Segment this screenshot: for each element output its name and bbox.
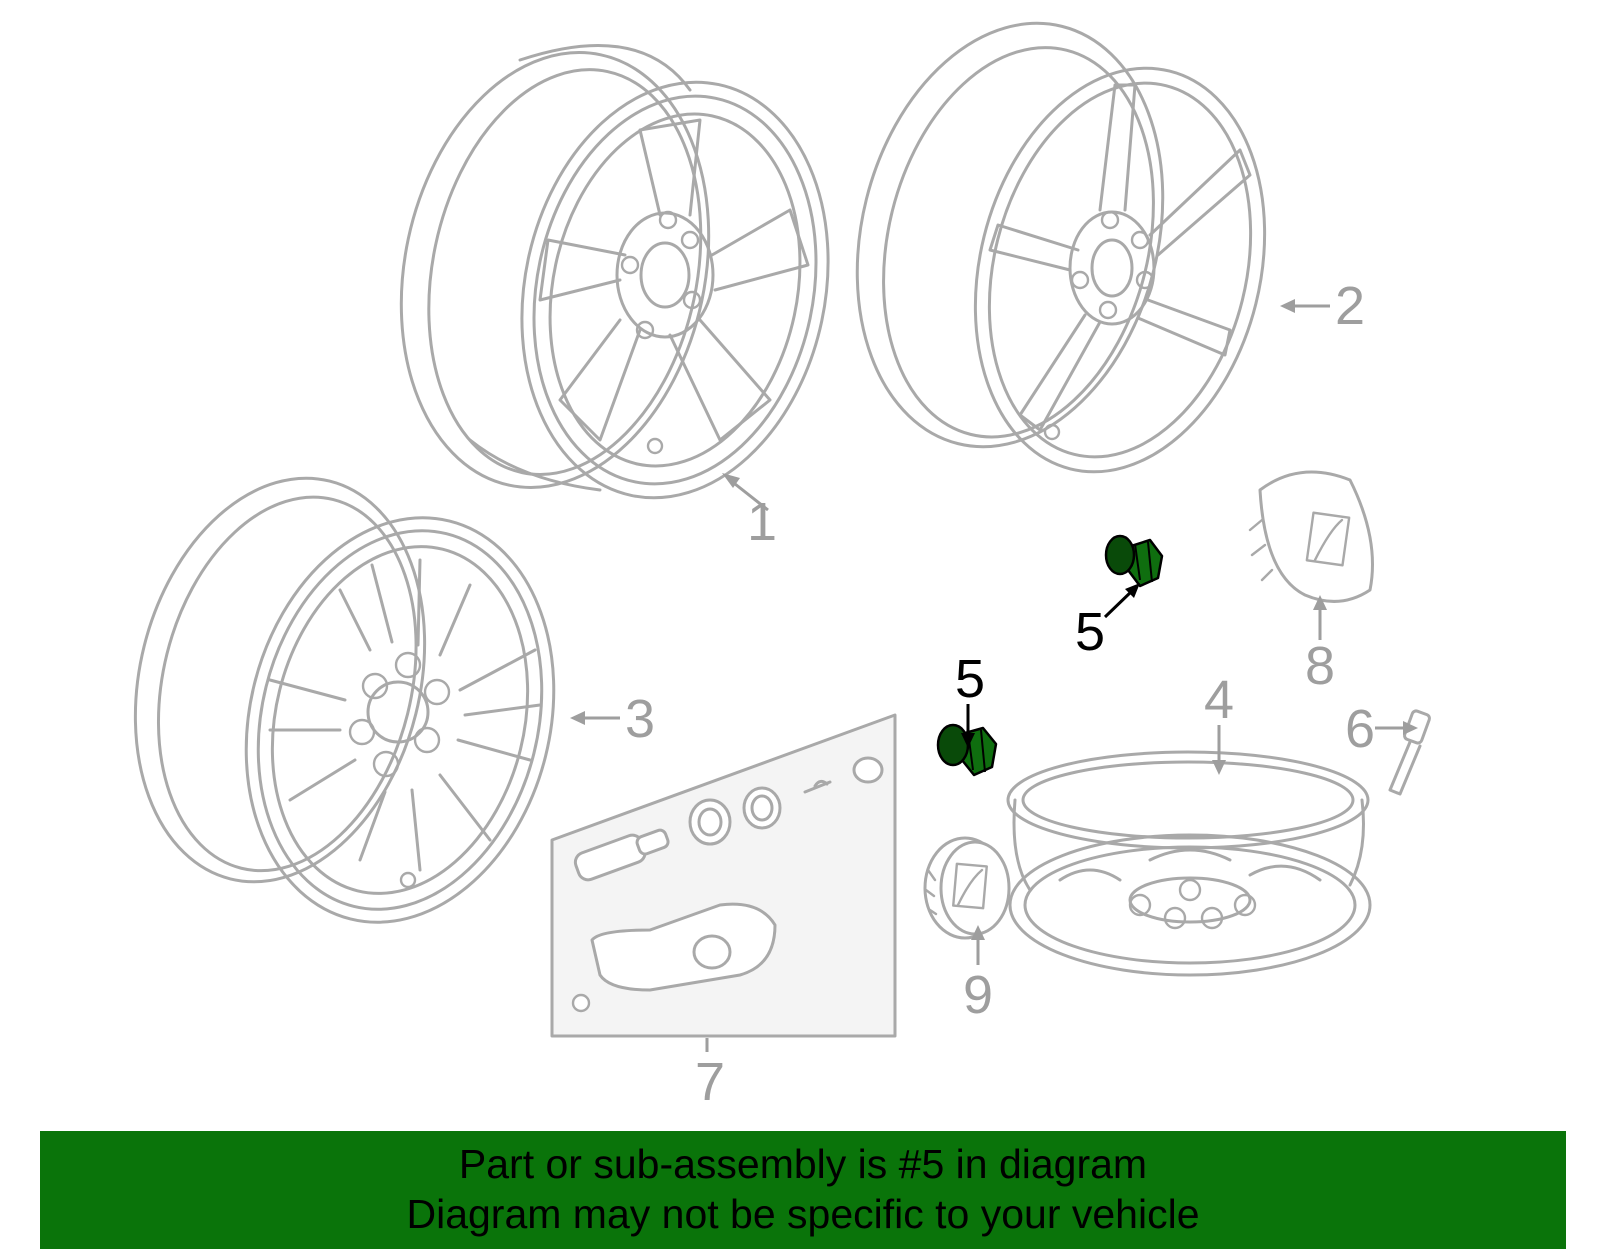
wheel-2 — [855, 21, 1267, 474]
wheel-1 — [399, 44, 830, 500]
banner-line-1: Part or sub-assembly is #5 in diagram — [458, 1141, 1148, 1187]
callout-4: 4 — [1204, 670, 1234, 730]
callout-3: 3 — [625, 689, 655, 749]
lug-nut-5-upper — [1104, 534, 1164, 588]
leader-lines — [570, 299, 1418, 1052]
spare-wheel-4 — [1006, 750, 1372, 977]
callout-9: 9 — [963, 965, 993, 1025]
tpms-kit-7 — [550, 713, 897, 1038]
callout-5-lower: 5 — [955, 649, 985, 709]
center-cap-8 — [1248, 470, 1374, 603]
banner-line-2: Diagram may not be specific to your vehi… — [406, 1191, 1200, 1237]
callout-5-upper: 5 — [1075, 602, 1105, 662]
callout-8: 8 — [1305, 636, 1335, 696]
callout-1: 1 — [747, 492, 777, 552]
callout-2: 2 — [1335, 276, 1365, 336]
callout-6: 6 — [1345, 699, 1375, 759]
callout-7: 7 — [695, 1052, 725, 1112]
info-banner: Part or sub-assembly is #5 in diagram Di… — [40, 1131, 1566, 1249]
valve-stem-6 — [1388, 709, 1431, 796]
wheel-3 — [133, 476, 556, 924]
center-cap-9 — [923, 836, 1011, 940]
